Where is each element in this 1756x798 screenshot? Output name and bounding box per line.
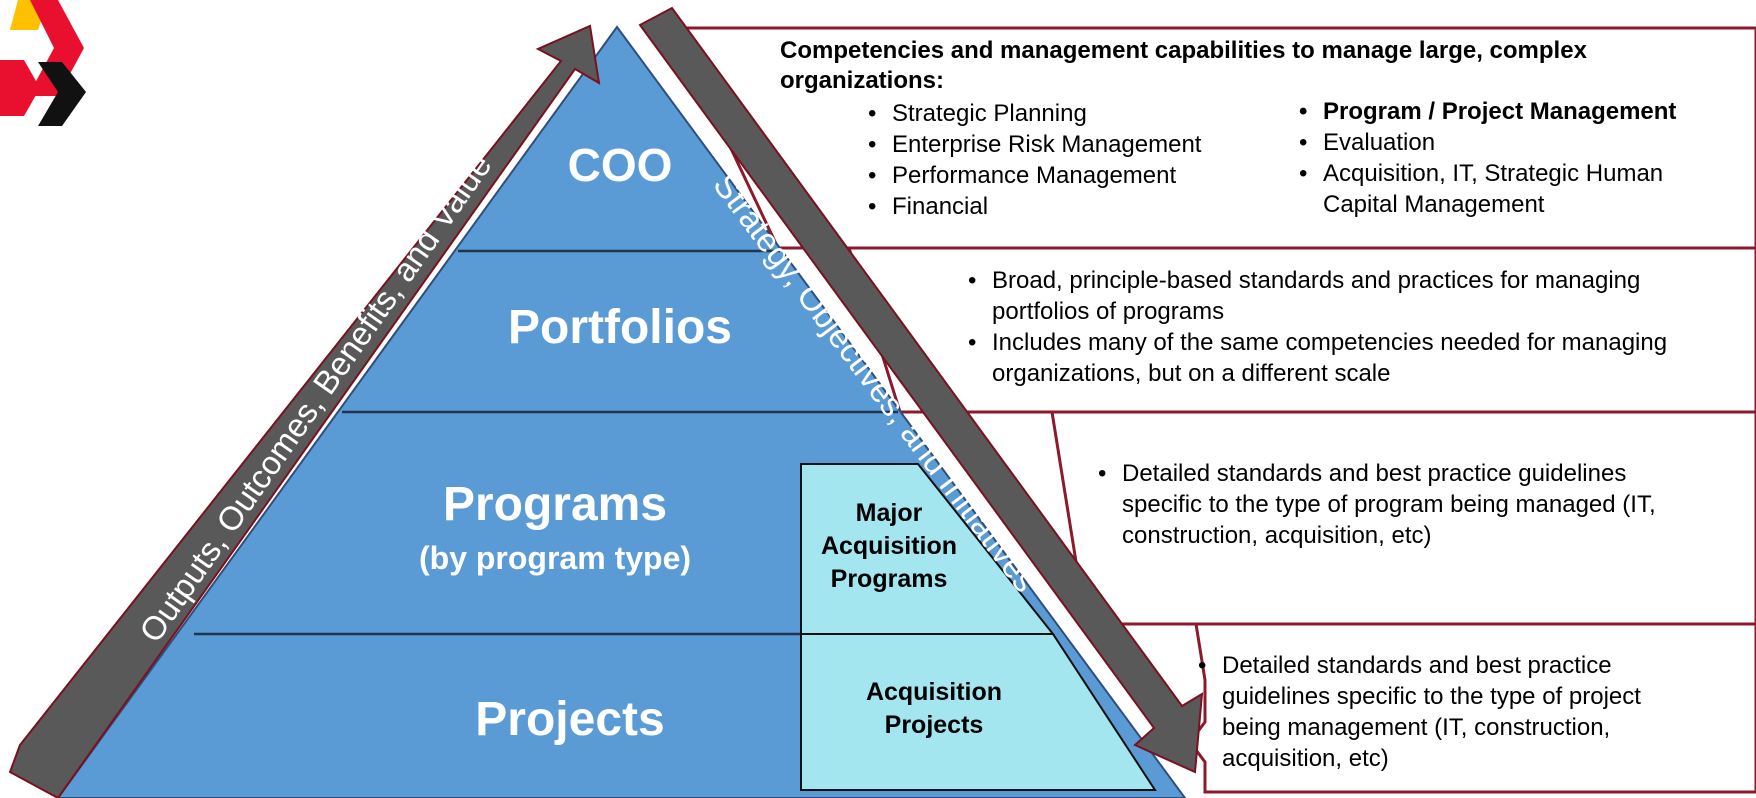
logo-icon xyxy=(0,0,86,126)
coo-callout-left-list: Strategic Planning Enterprise Risk Manag… xyxy=(862,98,1262,222)
list-item: Strategic Planning xyxy=(862,98,1262,129)
acquisition-projects-label: Acquisition Projects xyxy=(865,678,1003,739)
list-item: Evaluation xyxy=(1293,127,1743,158)
list-item: Financial xyxy=(862,191,1262,222)
level-coo-label: COO xyxy=(567,139,673,191)
projects-callout: Detailed standards and best practice gui… xyxy=(1192,650,1712,774)
programs-callout: Detailed standards and best practice gui… xyxy=(1092,458,1712,551)
list-item: Detailed standards and best practice gui… xyxy=(1092,458,1712,551)
list-item: Enterprise Risk Management xyxy=(862,129,1262,160)
coo-callout-right-list: Program / Project Management Evaluation … xyxy=(1293,96,1743,220)
acquisition-projects-box xyxy=(800,633,1157,791)
level-portfolios-label: Portfolios xyxy=(508,301,732,354)
up-arrow xyxy=(8,24,601,798)
level-programs-sublabel: (by program type) xyxy=(418,540,692,576)
list-item: Includes many of the same competencies n… xyxy=(962,327,1752,389)
major-acquisition-label: Major Acquisition Programs xyxy=(820,499,958,593)
list-item: Performance Management xyxy=(862,160,1262,191)
coo-callout-heading: Competencies and management capabilities… xyxy=(780,37,1587,94)
level-projects-label: Projects xyxy=(475,693,665,746)
list-item: Broad, principle-based standards and pra… xyxy=(962,265,1727,327)
list-item: Acquisition, IT, Strategic Human Capital… xyxy=(1293,158,1713,220)
level-programs-label: Programs xyxy=(442,478,668,531)
list-item: Detailed standards and best practice gui… xyxy=(1192,650,1692,774)
list-item: Program / Project Management xyxy=(1293,96,1743,127)
portfolios-callout: Broad, principle-based standards and pra… xyxy=(962,265,1752,389)
